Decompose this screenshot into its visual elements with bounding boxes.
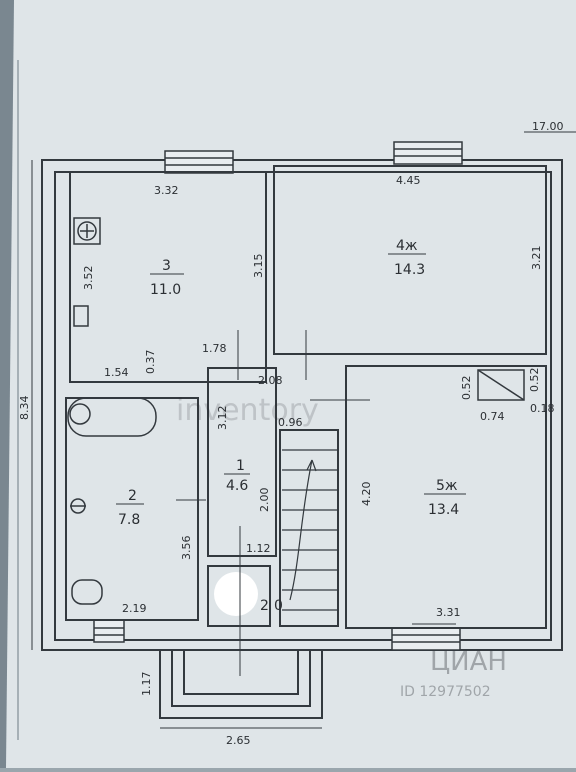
dim-1-78: 1.78: [202, 342, 227, 355]
room-5-number: 5ж: [436, 478, 458, 494]
room-1-top: 2.08: [258, 374, 283, 387]
watermark-site: ЦИАН: [430, 647, 507, 677]
room-3-height: 3.15: [252, 254, 265, 279]
inner-walls: [65, 165, 547, 629]
room-3-side: 3.52: [82, 266, 95, 291]
porch-width-label: 2.65: [226, 734, 251, 747]
room-2-width: 2.19: [122, 602, 147, 615]
porch: [159, 650, 323, 719]
room-5-height: 4.20: [360, 482, 373, 507]
fixtures: [67, 217, 525, 605]
watermark-brand: inventory: [176, 393, 319, 428]
room-2-number: 2: [128, 488, 137, 504]
room-3-area: 11.0: [150, 282, 181, 298]
stair-sub: 0: [274, 598, 283, 614]
staircase: [282, 449, 338, 611]
watermark-id: ID 12977502: [400, 684, 491, 700]
privacy-blur: [214, 572, 258, 616]
overall-width-label: 17.00: [532, 120, 564, 133]
room-4-width: 4.45: [396, 174, 421, 187]
outer-walls: [41, 159, 563, 651]
room-3-width: 3.32: [154, 184, 179, 197]
dim-0-52-right: 0.52: [528, 368, 541, 393]
dimension-lines: [31, 131, 576, 729]
room-1-bottom: 1.12: [246, 542, 271, 555]
room-1-side: 3.12: [216, 406, 229, 431]
room-1-right: 2.00: [258, 488, 271, 513]
stair-label: 2: [260, 598, 269, 614]
dim-0-18: 0.18: [530, 402, 555, 415]
room-2-area: 7.8: [118, 512, 140, 528]
room-5-area: 13.4: [428, 502, 459, 518]
porch-depth-label: 1.17: [140, 672, 153, 697]
room-1-number: 1: [236, 458, 245, 474]
room-3-number: 3: [162, 258, 171, 274]
room-1-area: 4.6: [226, 478, 248, 494]
room-4-height: 3.21: [530, 246, 543, 271]
room-3-step: 0.37: [144, 350, 157, 375]
room-4-area: 14.3: [394, 262, 425, 278]
windows-bottom: [93, 619, 461, 651]
overall-height-label: 8.34: [18, 396, 31, 421]
room-2-height: 3.56: [180, 536, 193, 561]
room-4-number: 4ж: [396, 238, 418, 254]
dim-0-74: 0.74: [480, 410, 505, 423]
room-5-width: 3.31: [436, 606, 461, 619]
dim-0-96: 0.96: [278, 416, 303, 429]
dim-0-52-left: 0.52: [460, 376, 473, 401]
paper-edge: [0, 0, 14, 768]
room-3-bottom: 1.54: [104, 366, 129, 379]
